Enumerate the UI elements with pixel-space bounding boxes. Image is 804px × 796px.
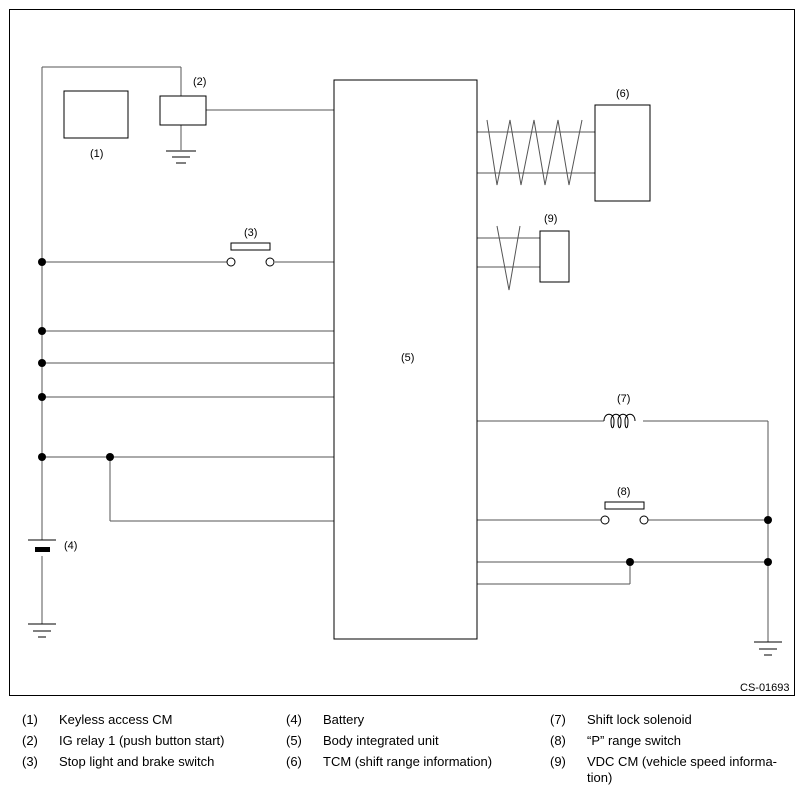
label-stop-switch: (3) [244,227,257,239]
vdc-cm-box [539,230,570,283]
label-p-switch: (8) [617,486,630,498]
legend-number: (7) [550,712,566,727]
legend-number: (4) [286,712,302,727]
relay-ground-icon [166,150,196,164]
keyless-access-cm-box [63,90,129,139]
legend-number: (3) [22,754,38,769]
battery-ground-icon [28,623,56,638]
legend-text: IG relay 1 (push button start) [59,733,225,748]
legend-text: “P” range switch [587,733,681,748]
legend-number: (5) [286,733,302,748]
legend-text: Shift lock solenoid [587,712,692,727]
junction-dot [764,558,772,566]
label-keyless-cm: (1) [90,148,103,160]
junction-dot [38,258,46,266]
figure-code: CS-01693 [740,682,790,694]
junction-dot [626,558,634,566]
junction-dot [38,359,46,367]
tcm-box [594,104,651,202]
label-body-unit: (5) [401,352,414,364]
legend-text: Body integrated unit [323,733,439,748]
legend-number: (8) [550,733,566,748]
stop-light-switch-icon [226,242,275,267]
junction-dot [106,453,114,461]
shift-lock-solenoid-coil-icon [603,413,636,429]
battery-icon [28,539,56,552]
junction-dot [764,516,772,524]
junction-dot [38,453,46,461]
junction-dot [38,327,46,335]
wiring-diagram: (1) (2) (3) (4) (5) (6) (7) (8) (9) CS-0… [9,9,795,696]
legend-text: VDC CM (vehicle speed informa- tion) [587,754,778,785]
right-ground-icon [754,641,782,656]
ig-relay-box [159,95,207,126]
label-shift-solenoid: (7) [617,393,630,405]
label-battery: (4) [64,540,77,552]
diagram-frame [9,9,795,696]
junction-dots [38,258,772,566]
junction-dot [38,393,46,401]
label-tcm: (6) [616,88,629,100]
legend-number: (2) [22,733,38,748]
legend: (1) Keyless access CM (2) IG relay 1 (pu… [22,712,802,792]
label-ig-relay: (2) [193,76,206,88]
legend-text: Battery [323,712,365,727]
p-range-switch-icon [600,501,649,525]
legend-text: Keyless access CM [59,712,173,727]
legend-text: TCM (shift range information) [323,754,493,769]
legend-number: (1) [22,712,38,727]
legend-text: Stop light and brake switch [59,754,215,769]
label-vdc-cm: (9) [544,213,557,225]
body-integrated-unit-box [333,79,478,640]
legend-number: (6) [286,754,302,769]
legend-number: (9) [550,754,566,769]
